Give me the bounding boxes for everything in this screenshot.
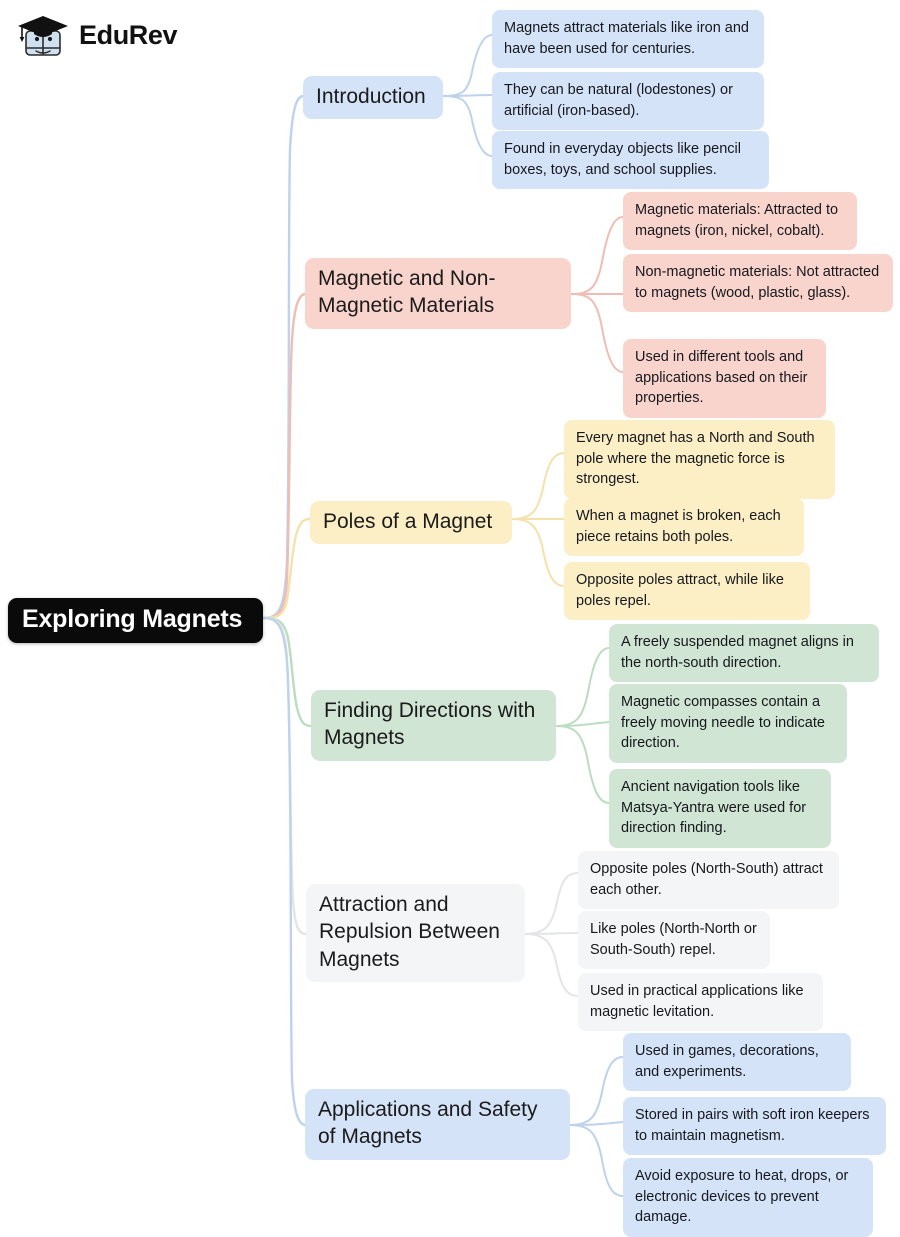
edurev-wordmark: EduRev <box>79 19 178 50</box>
leaf-label: A freely suspended magnet aligns in the … <box>621 634 854 671</box>
branch-node-attraction-and-repulsion-between-magnets[interactable]: Attraction and Repulsion Between Magnets <box>306 884 525 982</box>
branch-label-finding-directions-with-magnets: Finding Directions with Magnets <box>324 699 536 750</box>
leaf-label: When a magnet is broken, each piece reta… <box>576 508 781 545</box>
link-introduction-leaf-3 <box>442 95 493 157</box>
leaf-node[interactable]: Every magnet has a North and South pole … <box>564 420 835 499</box>
leaf-node[interactable]: When a magnet is broken, each piece reta… <box>564 498 804 557</box>
link-applications-leaf-2 <box>569 1121 624 1126</box>
leaf-node[interactable]: Opposite poles (North-South) attract eac… <box>578 851 839 910</box>
link-poles-leaf-3 <box>511 518 565 587</box>
link-root-attraction <box>261 616 308 936</box>
leaf-label: Like poles (North-North or South-South) … <box>590 921 757 958</box>
leaf-label: Found in everyday objects like pencil bo… <box>504 141 741 178</box>
branch-label-poles-of-a-magnet: Poles of a Magnet <box>323 510 493 533</box>
link-attraction-leaf-2 <box>524 932 579 935</box>
graduation-cap-book-icon <box>14 11 72 61</box>
link-materials-leaf-3 <box>570 293 624 373</box>
link-root-applications <box>261 616 307 1127</box>
leaf-node[interactable]: Magnets attract materials like iron and … <box>492 10 764 69</box>
edurev-logo[interactable]: EduRev <box>14 10 178 62</box>
link-materials-leaf-1 <box>570 216 624 295</box>
leaf-node[interactable]: Used in games, decorations, and experime… <box>623 1033 851 1092</box>
branch-node-magnetic-and-non-magnetic-materials[interactable]: Magnetic and Non-Magnetic Materials <box>305 258 571 329</box>
root-node[interactable]: Exploring Magnets <box>8 598 263 643</box>
link-applications-leaf-3 <box>569 1124 624 1197</box>
link-poles-leaf-1 <box>511 452 565 520</box>
link-attraction-leaf-3 <box>524 933 579 997</box>
root-node-label: Exploring Magnets <box>22 605 243 633</box>
leaf-label: Avoid exposure to heat, drops, or electr… <box>635 1168 849 1226</box>
leaf-label: Opposite poles attract, while like poles… <box>576 572 784 609</box>
leaf-node[interactable]: Magnetic materials: Attracted to magnets… <box>623 192 857 251</box>
leaf-label: Used in practical applications like magn… <box>590 983 804 1020</box>
branch-label-attraction-and-repulsion-between-magnets: Attraction and Repulsion Between Magnets <box>319 893 500 971</box>
leaf-label: Ancient navigation tools like Matsya-Yan… <box>621 779 807 837</box>
leaf-label: Stored in pairs with soft iron keepers t… <box>635 1107 870 1144</box>
leaf-node[interactable]: Opposite poles attract, while like poles… <box>564 562 810 621</box>
leaf-node[interactable]: Used in practical applications like magn… <box>578 973 823 1032</box>
leaf-node[interactable]: Found in everyday objects like pencil bo… <box>492 131 769 190</box>
link-applications-leaf-1 <box>569 1056 624 1126</box>
link-root-materials <box>261 292 307 620</box>
leaf-node[interactable]: They can be natural (lodestones) or arti… <box>492 72 764 131</box>
leaf-node[interactable]: Avoid exposure to heat, drops, or electr… <box>623 1158 873 1237</box>
leaf-node[interactable]: Like poles (North-North or South-South) … <box>578 911 770 970</box>
leaf-label: Every magnet has a North and South pole … <box>576 430 815 488</box>
leaf-label: They can be natural (lodestones) or arti… <box>504 82 733 119</box>
link-root-poles <box>261 517 312 620</box>
link-root-introduction <box>261 94 305 620</box>
branch-node-introduction[interactable]: Introduction <box>303 76 443 120</box>
link-directions-leaf-1 <box>555 647 610 727</box>
leaf-node[interactable]: Used in different tools and applications… <box>623 339 826 418</box>
branch-label-applications-and-safety-of-magnets: Applications and Safety of Magnets <box>318 1098 538 1149</box>
branch-node-poles-of-a-magnet[interactable]: Poles of a Magnet <box>310 501 512 545</box>
branch-label-magnetic-and-non-magnetic-materials: Magnetic and Non-Magnetic Materials <box>318 267 496 318</box>
link-root-directions <box>261 616 313 728</box>
branch-node-finding-directions-with-magnets[interactable]: Finding Directions with Magnets <box>311 690 556 761</box>
leaf-label: Used in games, decorations, and experime… <box>635 1043 819 1080</box>
link-directions-leaf-2 <box>555 721 610 727</box>
leaf-node[interactable]: Non-magnetic materials: Not attracted to… <box>623 254 893 313</box>
leaf-node[interactable]: A freely suspended magnet aligns in the … <box>609 624 879 683</box>
branch-label-introduction: Introduction <box>316 85 426 108</box>
link-directions-leaf-3 <box>555 725 610 804</box>
leaf-label: Magnetic compasses contain a freely movi… <box>621 694 825 752</box>
link-attraction-leaf-1 <box>524 872 579 935</box>
leaf-label: Used in different tools and applications… <box>635 349 808 407</box>
leaf-label: Magnetic materials: Attracted to magnets… <box>635 202 839 239</box>
link-introduction-leaf-1 <box>442 34 493 97</box>
leaf-node[interactable]: Magnetic compasses contain a freely movi… <box>609 684 847 763</box>
leaf-node[interactable]: Ancient navigation tools like Matsya-Yan… <box>609 769 831 848</box>
leaf-label: Opposite poles (North-South) attract eac… <box>590 861 823 898</box>
leaf-label: Non-magnetic materials: Not attracted to… <box>635 264 880 301</box>
leaf-node[interactable]: Stored in pairs with soft iron keepers t… <box>623 1097 886 1156</box>
link-introduction-leaf-2 <box>442 94 493 97</box>
branch-node-applications-and-safety-of-magnets[interactable]: Applications and Safety of Magnets <box>305 1089 570 1160</box>
leaf-label: Magnets attract materials like iron and … <box>504 20 749 57</box>
